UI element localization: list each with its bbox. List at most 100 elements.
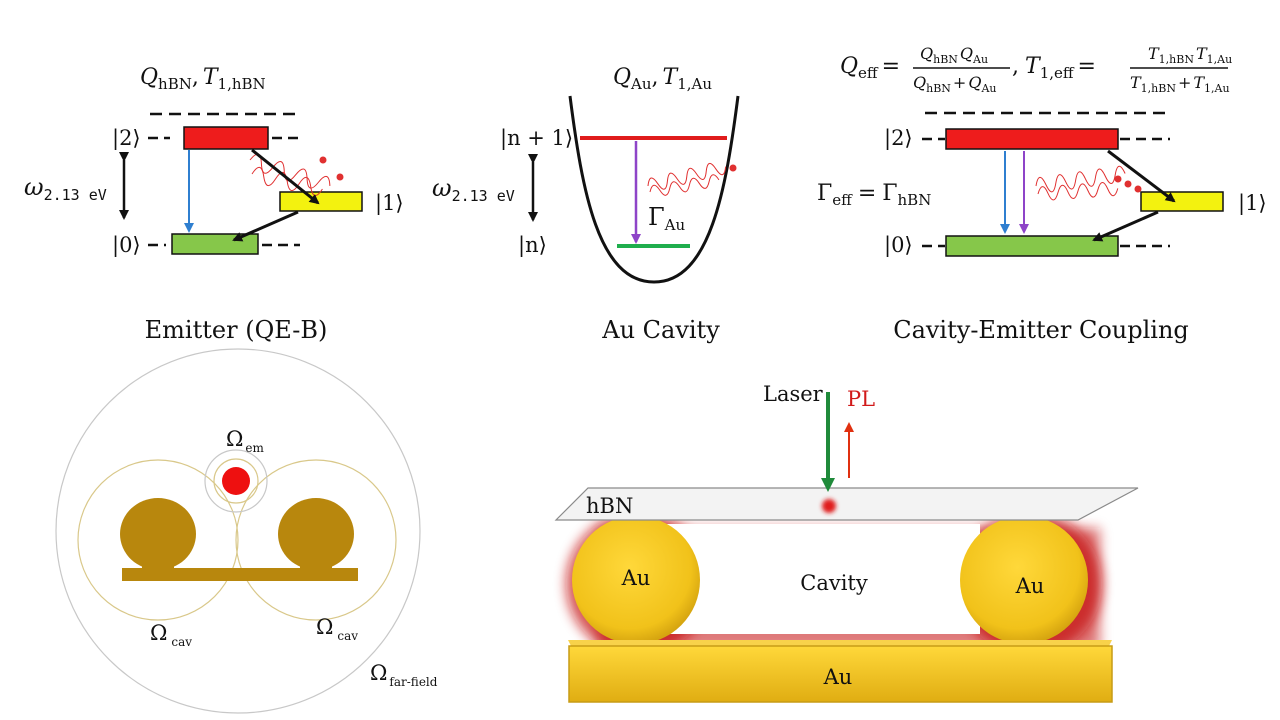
omega-em-sub: em: [245, 441, 264, 455]
schematic-sphere-left: [120, 498, 196, 570]
omega-far-field-symbol: Ω: [370, 661, 387, 685]
emitter-header: QhBN,T1,hBN: [140, 65, 266, 93]
t-den-b: T: [1193, 73, 1205, 92]
q-den-a: Q: [913, 73, 926, 92]
q-eff-denominator: QhBN+QAu: [913, 73, 996, 95]
cavity-panel: QAu,T1,Au |n + 1⟩ |n⟩ ω2.13 eV ΓAu Au Ca…: [432, 65, 740, 344]
schematic-sphere-left-neck: [142, 560, 174, 570]
cavity-header-t-sub: 1,Au: [677, 75, 712, 93]
emitter-photon-dot-2: [336, 173, 344, 181]
cavity-photon-wave-1: [647, 162, 727, 190]
cavity-photon-dot: [729, 164, 737, 172]
emitter-relax-arrow-1-0: [232, 210, 299, 242]
q-eff-lhs: Qeff=: [840, 54, 900, 82]
omega-far-field-sub: far-field: [389, 675, 437, 689]
t-eff-equals: =: [1078, 54, 1096, 79]
omega-cav-left-sub: cav: [171, 635, 192, 649]
q-eff-equals: =: [882, 54, 900, 79]
coupling-level-0-bar: [945, 235, 1119, 257]
pl-label: PL: [847, 387, 875, 411]
t-den-a-sub: 1,hBN: [1141, 82, 1177, 95]
cavity-gamma-symbol: Γ: [648, 203, 665, 231]
q-den-b: Q: [968, 73, 981, 92]
cavity-caption: Au Cavity: [601, 316, 720, 344]
omega-cav-right-symbol: Ω: [316, 615, 333, 639]
cavity-label: Cavity: [800, 571, 868, 595]
emitter-photon-wave-2: [251, 166, 323, 197]
far-field-circle: [55, 348, 421, 714]
emitter-omega-sub: 2.13 eV: [44, 186, 107, 204]
gamma-eff-rhs: Γ: [882, 181, 897, 206]
cavity-omega-symbol: ω: [432, 174, 452, 202]
t-eff-denominator: T1,hBN+T1,Au: [1130, 73, 1230, 95]
t-den-a: T: [1130, 73, 1142, 92]
gamma-eff-lhs-sub: eff: [832, 191, 853, 209]
coupling-level-2-bar: [945, 128, 1119, 150]
emitter-header-t: T: [203, 65, 220, 90]
emitter-mode-circle-inner: [213, 458, 259, 504]
cavity-header-q: Q: [613, 65, 631, 90]
coupling-relax-arrow-2-1: [1107, 149, 1176, 203]
emitter-level-0-label: |0⟩: [112, 233, 141, 258]
au-substrate: [568, 645, 1113, 703]
emitter-level-2-bar: [183, 126, 269, 150]
t-den-b-sub: 1,Au: [1204, 82, 1230, 95]
cavity-mode-circle-right: [235, 459, 397, 621]
cavity-potential-well: [568, 95, 740, 284]
coupling-level-1-bar: [1140, 191, 1224, 212]
cavity-upper-level-label: |n + 1⟩: [500, 126, 573, 151]
emitter-level-2-label: |2⟩: [112, 126, 141, 151]
t-num-a: T: [1148, 44, 1160, 63]
t-num-b: T: [1196, 44, 1208, 63]
q-num-b-sub: Au: [972, 53, 988, 66]
emitter-photon-wave-1: [249, 153, 331, 189]
omega-em-symbol: Ω: [226, 427, 243, 451]
au-sphere-left: [572, 516, 700, 644]
schematic-substrate: [122, 568, 358, 581]
cavity-omega-label: ω2.13 eV: [432, 174, 515, 205]
coupling-level-1-label: |1⟩: [1238, 191, 1267, 216]
t-num-b-sub: 1,Au: [1207, 53, 1233, 66]
coupling-photon-dot-2: [1124, 180, 1132, 188]
formula-separator: ,: [1012, 54, 1019, 79]
coupling-photon-dot-3: [1134, 185, 1142, 193]
emitter-relax-arrow-2-1: [251, 148, 320, 205]
coupling-level-2-label: |2⟩: [884, 126, 913, 151]
gamma-eff-equals: =: [858, 181, 876, 206]
q-num-b: Q: [960, 44, 973, 63]
gamma-eff-lhs: Γ: [817, 181, 832, 206]
coupling-photon-dot-1: [1114, 175, 1122, 183]
q-den-a-sub: hBN: [926, 82, 951, 95]
emitter-header-q-sub: hBN: [158, 75, 192, 93]
emitter-dot: [222, 467, 250, 495]
emitter-panel: QhBN,T1,hBN |2⟩ |1⟩ |0⟩ ω2.13 eV Emitter…: [24, 65, 404, 344]
t-eff-lhs: ,T1,eff=: [1012, 54, 1096, 82]
cavity-photon-wave-2: [649, 174, 720, 196]
cavity-gap: [650, 524, 980, 634]
emitter-caption: Emitter (QE-B): [145, 316, 328, 344]
emitter-level-0-bar: [171, 233, 259, 255]
coupling-photon-wave-1: [1035, 165, 1126, 193]
emitter-omega-label: ω2.13 eV: [24, 173, 107, 204]
emitter-mode-circle-outer: [204, 449, 268, 513]
gamma-eff-equation: Γeff=ΓhBN: [817, 181, 931, 209]
emitter-level-1-label: |1⟩: [375, 191, 404, 216]
q-num-a: Q: [920, 44, 933, 63]
laser-label: Laser: [763, 382, 824, 406]
emitter-header-sep: ,: [192, 65, 199, 90]
q-eff-lhs-symbol: Q: [840, 54, 858, 79]
cavity-gamma-label: ΓAu: [648, 203, 685, 234]
q-den-b-sub: Au: [980, 82, 996, 95]
omega-cav-right-sub: cav: [337, 629, 358, 643]
cavity-header-q-sub: Au: [630, 75, 652, 93]
au-left-label: Au: [621, 566, 651, 590]
cavity-mode-circle-left: [77, 459, 239, 621]
